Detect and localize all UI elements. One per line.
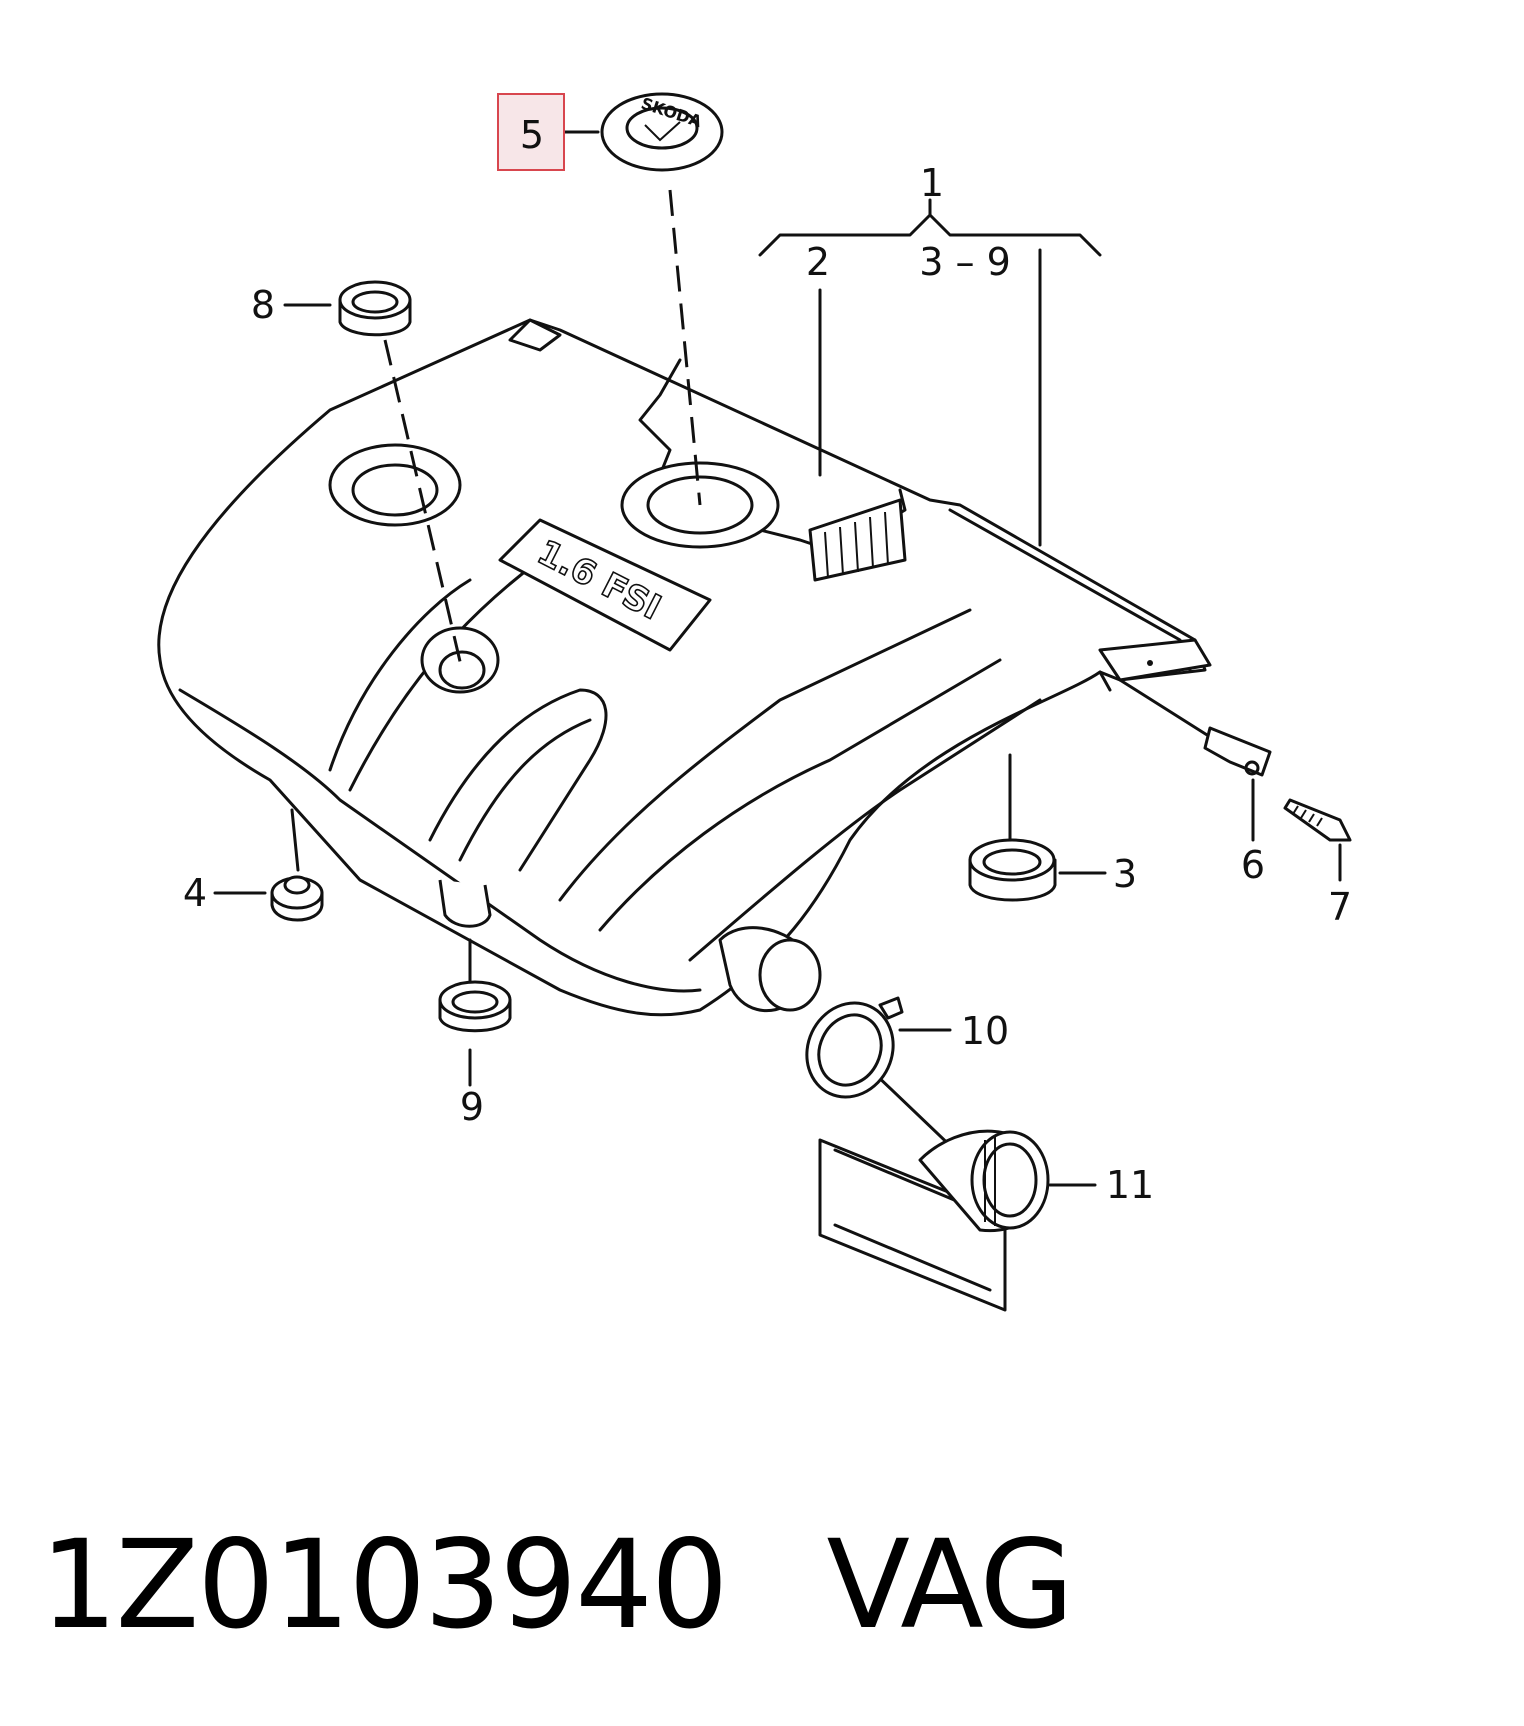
callout-7: 7 (1328, 885, 1352, 929)
callout-6: 6 (1241, 843, 1265, 887)
grommet-9 (438, 980, 512, 1033)
brand-name: VAG (826, 1514, 1075, 1656)
callout-3-9: 3 – 9 (919, 240, 1011, 284)
hose-clamp-10 (805, 996, 904, 1099)
callout-4: 4 (183, 871, 207, 915)
callout-5: 5 (520, 113, 544, 157)
callout-2: 2 (806, 240, 830, 284)
part-footer: 1Z0103940 VAG (40, 1510, 1075, 1660)
clip-6 (1203, 726, 1272, 777)
bush-4 (270, 875, 324, 922)
intake-duct-11 (818, 1129, 1050, 1312)
model-badge: 1.6 FSI (498, 518, 712, 652)
callout-11: 11 (1106, 1163, 1154, 1207)
leader-lines (213, 130, 1342, 1187)
grommet-8 (338, 280, 412, 337)
logo-cap: SKODA (600, 92, 724, 172)
callout-3: 3 (1113, 852, 1137, 896)
foam-insert (808, 498, 907, 582)
part-number: 1Z0103940 (40, 1514, 729, 1656)
highlight-box (497, 93, 565, 171)
callout-9: 9 (460, 1085, 484, 1129)
callout-10: 10 (961, 1009, 1009, 1053)
screw-7 (1283, 798, 1352, 842)
callout-8: 8 (251, 283, 275, 327)
grommet-3 (968, 838, 1057, 902)
callout-1: 1 (920, 161, 944, 205)
